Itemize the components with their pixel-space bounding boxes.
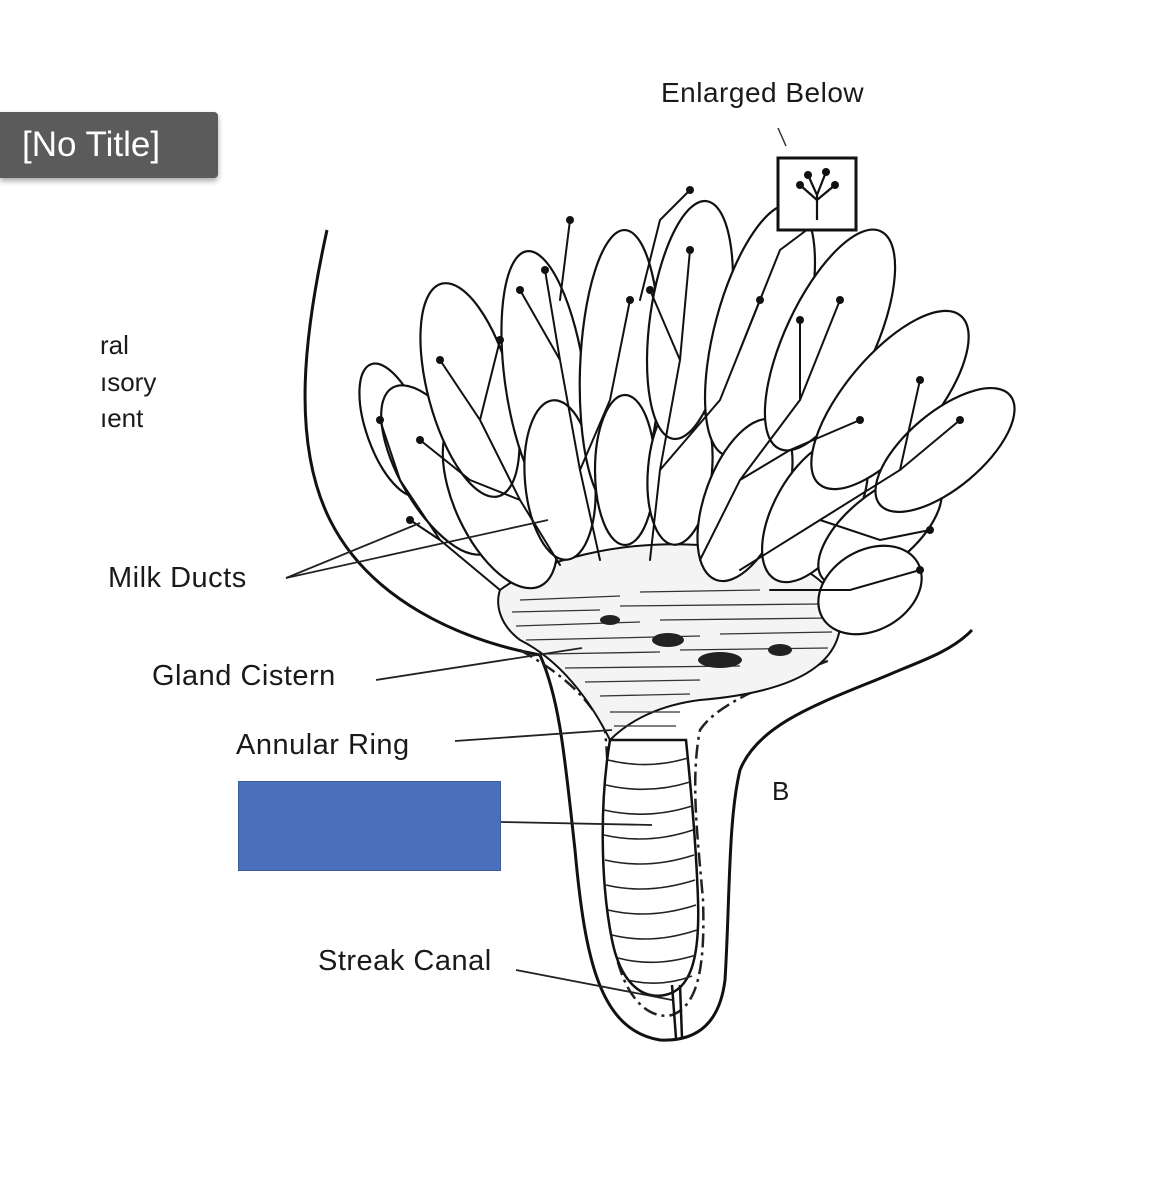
label-leader-lines bbox=[285, 519, 673, 1001]
teat-inner-wall bbox=[519, 648, 831, 1017]
panel-letter: B bbox=[772, 776, 790, 806]
milk-ducts-label: Milk Ducts bbox=[108, 562, 247, 594]
gland-cistern-hatching bbox=[511, 589, 833, 727]
teat-cistern bbox=[601, 738, 700, 997]
cut-off-label-2: ısory bbox=[100, 367, 157, 397]
teat-rings bbox=[603, 757, 698, 984]
window-title-chip[interactable]: [No Title] bbox=[0, 112, 218, 178]
milk-duct-branches bbox=[379, 189, 961, 591]
streak-canal-label: Streak Canal bbox=[318, 945, 492, 977]
enlarged-inset-box bbox=[776, 156, 858, 232]
gland-cistern-label: Gland Cistern bbox=[152, 660, 336, 692]
inset-leader bbox=[777, 127, 787, 147]
milk-duct-lobes bbox=[358, 199, 1016, 636]
cut-off-label-3: ıent bbox=[100, 403, 144, 433]
udder-outer-wall bbox=[303, 229, 974, 1042]
gland-cistern-shading bbox=[600, 615, 792, 668]
inset-label: Enlarged Below bbox=[661, 77, 865, 108]
annular-ring-label: Annular Ring bbox=[236, 729, 410, 761]
streak-canal bbox=[670, 984, 684, 1039]
hidden-label-box[interactable] bbox=[238, 781, 501, 871]
cut-off-label-1: ral bbox=[100, 330, 129, 360]
